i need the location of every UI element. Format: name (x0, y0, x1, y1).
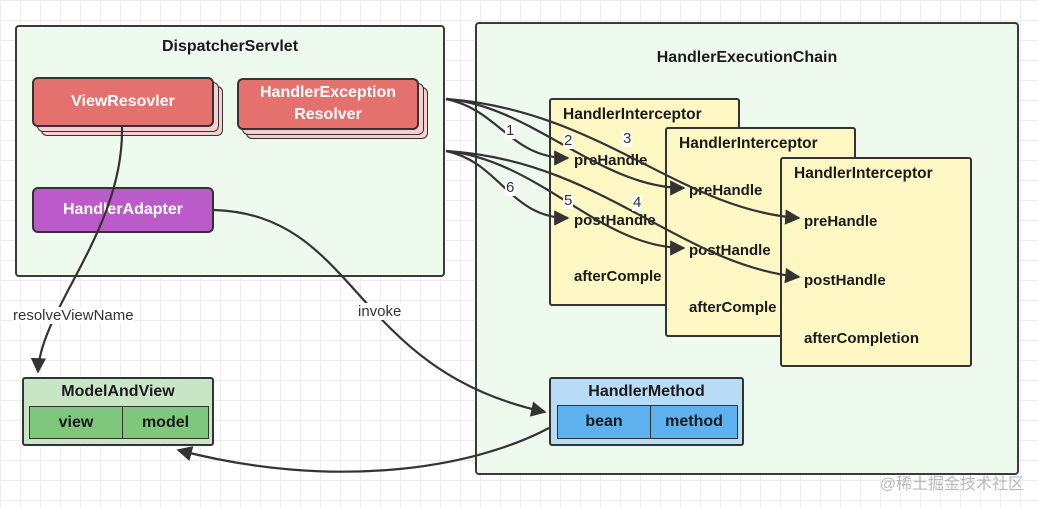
invoke-label: invoke (358, 303, 402, 320)
view-resolver-label: ViewResovler (71, 93, 175, 111)
step-3-label: 3 (622, 130, 633, 147)
interceptor-1-title: HandlerInterceptor (563, 106, 702, 123)
model-and-view-title: ModelAndView (61, 382, 175, 400)
interceptor-1-prehandle[interactable]: preHandle (574, 152, 648, 169)
step-5-label: 5 (563, 192, 574, 209)
interceptor-2-aftercompletion[interactable]: afterComple (689, 299, 777, 316)
interceptor-3-aftercompletion[interactable]: afterCompletion (804, 330, 920, 347)
dispatcher-servlet-container: DispatcherServlet (15, 25, 445, 277)
interceptor-2-prehandle[interactable]: preHandle (689, 182, 763, 199)
handler-method-method-cell[interactable]: method (650, 405, 738, 439)
watermark: @稀土掘金技术社区 (879, 476, 1024, 493)
interceptor-3-posthandle[interactable]: postHandle (804, 272, 886, 289)
handler-adapter-label: HandlerAdapter (62, 201, 184, 219)
interceptor-3-title: HandlerInterceptor (794, 165, 933, 182)
model-and-view-view-cell[interactable]: view (29, 406, 123, 439)
step-1-label: 1 (505, 122, 516, 139)
step-4-label: 4 (632, 194, 643, 211)
interceptor-2-title: HandlerInterceptor (679, 135, 818, 152)
resolve-view-name-label: resolveViewName (13, 307, 134, 324)
handler-method-title: HandlerMethod (588, 382, 705, 400)
interceptor-1-aftercompletion[interactable]: afterComple (574, 268, 662, 285)
exception-resolver-box[interactable]: HandlerException Resolver (237, 78, 419, 130)
step-6-label: 6 (505, 179, 516, 196)
view-resolver-box[interactable]: ViewResovler (32, 77, 214, 127)
step-2-label: 2 (563, 132, 574, 149)
handler-adapter-box[interactable]: HandlerAdapter (32, 187, 214, 233)
exception-resolver-label-line2: Resolver (294, 106, 362, 123)
model-and-view-box[interactable]: ModelAndView view model (22, 377, 214, 446)
handler-method-bean-cell[interactable]: bean (557, 405, 651, 439)
interceptor-3[interactable]: HandlerInterceptor preHandle postHandle … (780, 157, 972, 367)
interceptor-1-posthandle[interactable]: postHandle (574, 212, 656, 229)
interceptor-2-posthandle[interactable]: postHandle (689, 242, 771, 259)
handler-method-box[interactable]: HandlerMethod bean method (549, 377, 744, 446)
interceptor-3-prehandle[interactable]: preHandle (804, 213, 878, 230)
dispatcher-servlet-title: DispatcherServlet (161, 38, 299, 55)
exception-resolver-label-line1: HandlerException (259, 84, 397, 102)
model-and-view-model-cell[interactable]: model (122, 406, 209, 439)
handler-execution-chain-title: HandlerExecutionChain (656, 49, 838, 66)
